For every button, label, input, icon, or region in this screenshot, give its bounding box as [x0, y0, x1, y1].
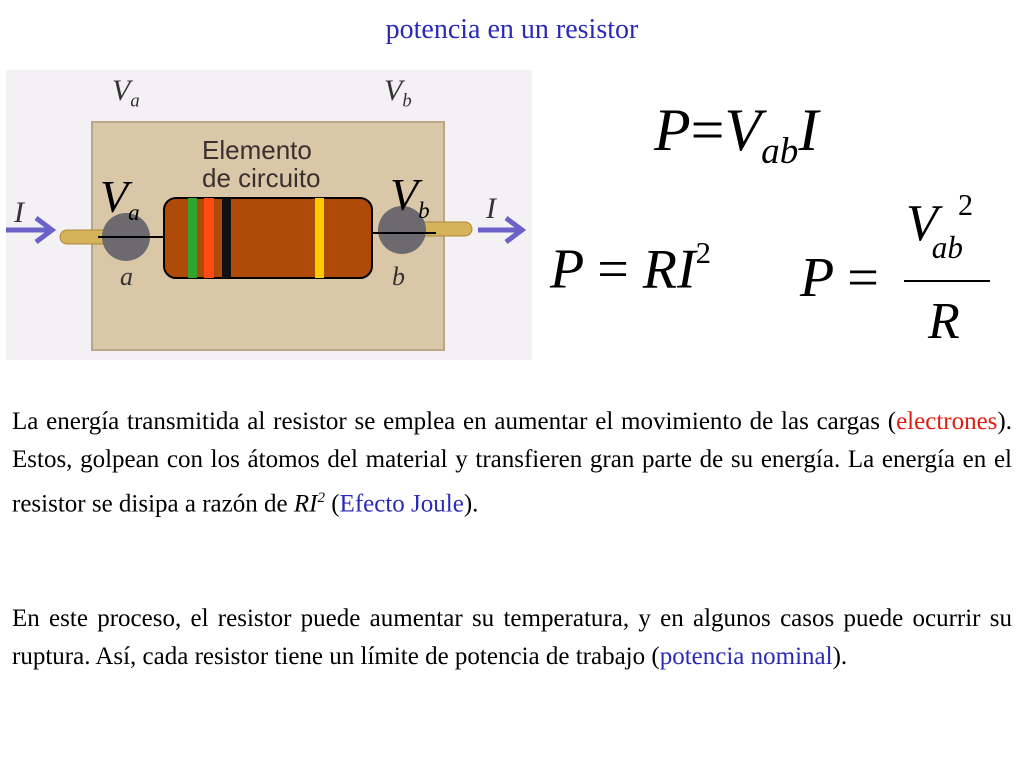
term-potencia-nominal: potencia nominal: [659, 643, 833, 670]
color-band-green: [188, 198, 197, 278]
element-caption-line2: de circuito: [202, 163, 321, 193]
element-caption: Elemento de circuito: [202, 136, 321, 192]
equation-power-vi: P=VabI: [654, 97, 819, 173]
equation-power-v2r-denominator: R: [928, 293, 960, 350]
va-overlay-label: Va: [100, 171, 140, 226]
node-b-label: b: [392, 262, 405, 291]
current-arrow-left: [6, 216, 57, 244]
color-band-yellow: [315, 198, 324, 278]
term-electrones: electrones: [896, 408, 998, 435]
term-efecto-joule: Efecto Joule: [339, 490, 464, 518]
resistor-diagram: [6, 70, 532, 360]
equation-power-ri2: P = RI2: [550, 236, 712, 301]
vb-overlay-label: Vb: [390, 169, 430, 224]
paragraph-energy-transfer: La energía transmitida al resistor se em…: [12, 408, 1012, 518]
va-top-label: Va: [112, 74, 140, 112]
current-label-right: I: [486, 192, 496, 225]
node-a-label: a: [120, 262, 133, 291]
fraction-bar: [904, 280, 990, 282]
current-label-left: I: [14, 196, 24, 229]
current-arrow-right: [478, 216, 527, 244]
color-band-orange: [204, 198, 214, 278]
equation-power-v2r-lhs: P =: [800, 247, 879, 309]
color-band-black: [222, 198, 231, 278]
element-caption-line1: Elemento: [202, 135, 312, 165]
paragraph-nominal-power: En este proceso, el resistor puede aumen…: [12, 605, 1012, 670]
resistor-figure: Va Vb Elemento de circuito I I a b Va Vb: [6, 70, 532, 360]
slide-title: potencia en un resistor: [385, 14, 639, 45]
vb-top-label: Vb: [384, 74, 412, 112]
node-b-terminal: [378, 206, 426, 254]
